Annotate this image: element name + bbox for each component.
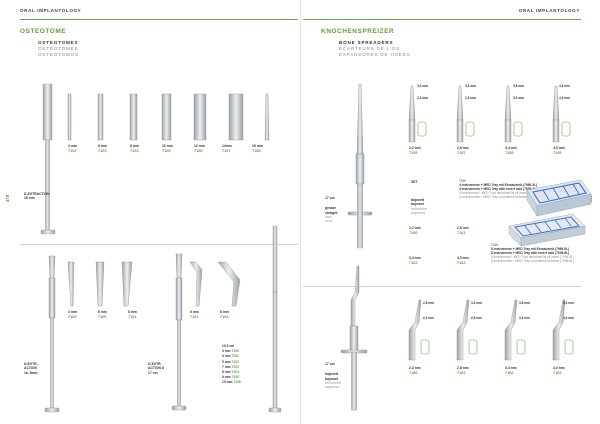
med-tray-large — [508, 213, 586, 247]
osteotome-handle-curved — [44, 255, 60, 413]
knochenspreizer-title: KNOCHENSPREIZER — [321, 28, 395, 35]
spreader-bayonet — [340, 265, 368, 411]
top-size-upper: 3,3 mm — [465, 84, 476, 88]
spreader2-label: 17 cm bajonett bayonet baïonnette bayone… — [325, 362, 342, 390]
bottom-size-upper: 2,5 mm — [423, 301, 434, 305]
top-size-lower: 2,2 mm — [417, 96, 428, 100]
tip-14mm — [228, 93, 244, 141]
spreader-straight — [347, 83, 373, 249]
top-size-lower: 2,3 mm — [465, 96, 476, 100]
bottom-size-upper: 3,3 mm — [471, 301, 482, 305]
set-b-text: 7165 8 Instrumente + MED Tray mit Einsat… — [491, 243, 574, 263]
size-row: 10 mm 7206 — [222, 380, 241, 385]
left-page-number: 378 — [5, 194, 11, 203]
size-row: 4 mm 7201 — [222, 354, 239, 359]
top-size-upper: 3,8 mm — [513, 84, 524, 88]
bottom-size-lower: 4,0 mm — [563, 316, 574, 320]
bottom-size-lower: 2,2 mm — [423, 316, 434, 320]
tip-10mm — [161, 93, 172, 141]
right-divider — [303, 286, 581, 287]
right-header: ORAL IMPLANTOLOGY — [518, 8, 580, 13]
size-row: 9 mm 7205 — [222, 375, 239, 380]
spreader-tips-bottom — [408, 299, 574, 361]
tip-8mm — [129, 93, 138, 141]
handle1-label: D-EXTRACTION 16 mm — [24, 192, 50, 201]
tip-6mm — [97, 93, 104, 141]
straight-tips-row — [67, 93, 270, 141]
left-header-rule — [20, 19, 298, 20]
osteotome-subtitles: OSTEOTOMES OSTÉOTOMES OSTEÓTOMOS — [38, 40, 79, 59]
spreader-tips-top — [408, 85, 571, 143]
osteotome-title: OSTEOTOME — [20, 28, 67, 35]
left-header: ORAL IMPLANTOLOGY — [20, 8, 82, 13]
tapered-size-table: 10,5 cm 3 mm 7200 4 mm 7201 5 mm 7202 7 … — [222, 344, 241, 386]
bottom-size-lower: 2,8 mm — [471, 316, 482, 320]
left-page: ORAL IMPLANTOLOGY OSTEOTOME OSTEOTOMES O… — [5, 8, 298, 413]
subtitle-es: OSTEÓTOMOS — [38, 52, 79, 58]
bottom-size-upper: 3,8 mm — [519, 301, 530, 305]
spreader1-label: 17 cm gerade straight droit recto — [325, 196, 338, 224]
osteotome-handle-offset — [171, 253, 187, 411]
right-page: ORAL IMPLANTOLOGY KNOCHENSPREIZER BONE S… — [300, 0, 600, 424]
bottom-size-upper: 5,0 mm — [563, 301, 574, 305]
offset-tips-row — [189, 261, 241, 307]
osteotome-handle-straight — [40, 83, 56, 235]
size-row: 10,5 cm — [222, 344, 235, 348]
handle3-label: D-EXTR- ACTION 8 17 cm — [148, 362, 164, 375]
top-size-lower: 4,0 mm — [559, 96, 570, 100]
spreader-subtitles: BONE SPREADERS ÉCARTEURS DE L'OS EXPANSO… — [339, 40, 411, 58]
size-row: 5 mm 7202 — [222, 359, 239, 364]
set-label: SET — [411, 180, 418, 184]
size-row: 8 mm 7204 — [222, 370, 239, 375]
tip-12mm — [193, 93, 207, 141]
bottom-size-lower: 3,4 mm — [519, 316, 530, 320]
tip-4mm — [67, 93, 72, 141]
top-size-lower: 3,4 mm — [513, 96, 524, 100]
size-row: 3 mm 7200 — [222, 349, 239, 354]
set-a-text: 7150 4 Instrumente + MED Tray mit Einsat… — [459, 179, 542, 199]
right-header-rule — [303, 19, 581, 20]
med-tray-small — [526, 179, 592, 217]
top-size-upper: 3,0 mm — [417, 84, 428, 88]
tapered-osteotome — [268, 225, 282, 413]
handle2-label: D-EXTR- ACTION 16, 8mm — [24, 362, 38, 375]
left-divider — [20, 244, 298, 245]
tip-15mm — [264, 93, 270, 141]
top-size-upper: 4,4 mm — [559, 84, 570, 88]
set-angle-label: bajonett bayonet baïonnette bayoneta — [411, 198, 428, 215]
subtitle-fr: OSTÉOTOMES — [38, 46, 79, 52]
subtitle-en: OSTEOTOMES — [38, 40, 79, 45]
size-row: 7 mm 7203 — [222, 364, 239, 369]
curved-tips-row — [67, 261, 133, 307]
